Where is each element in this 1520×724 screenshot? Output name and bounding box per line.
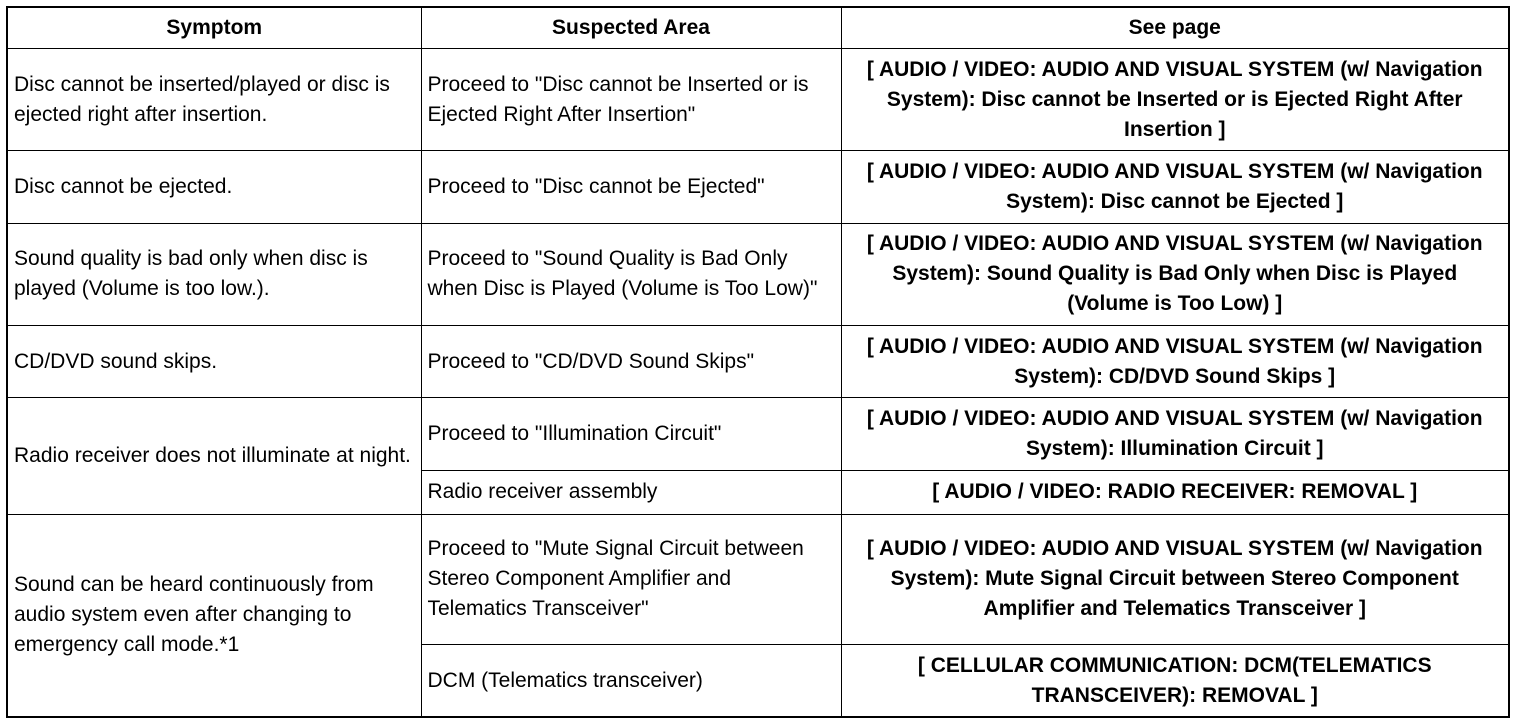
see-page-reference[interactable]: [ AUDIO / VIDEO: RADIO RECEIVER: REMOVAL… xyxy=(840,469,1510,515)
see-page-reference[interactable]: [ AUDIO / VIDEO: AUDIO AND VISUAL SYSTEM… xyxy=(840,47,1510,152)
header-suspected-area: Suspected Area xyxy=(420,6,842,49)
symptom-cell: Disc cannot be inserted/played or disc i… xyxy=(6,47,422,152)
see-page-reference[interactable]: [ AUDIO / VIDEO: AUDIO AND VISUAL SYSTEM… xyxy=(840,513,1510,646)
suspected-area-cell: DCM (Telematics transceiver) xyxy=(420,644,842,718)
suspected-area-cell: Proceed to "Disc cannot be Inserted or i… xyxy=(420,47,842,152)
table-row: Sound can be heard continuously from aud… xyxy=(6,513,1510,718)
suspected-area-cell: Proceed to "CD/DVD Sound Skips" xyxy=(420,325,842,399)
suspected-area-cell: Radio receiver assembly xyxy=(420,469,842,515)
suspected-area-cell: Proceed to "Disc cannot be Ejected" xyxy=(420,150,842,224)
header-symptom: Symptom xyxy=(6,6,422,49)
symptom-cell: Disc cannot be ejected. xyxy=(6,150,422,224)
see-page-reference[interactable]: [ AUDIO / VIDEO: AUDIO AND VISUAL SYSTEM… xyxy=(840,150,1510,224)
table-row: Disc cannot be inserted/played or disc i… xyxy=(6,47,1510,152)
symptom-cell: Radio receiver does not illuminate at ni… xyxy=(6,397,422,515)
suspected-area-cell: Proceed to "Sound Quality is Bad Only wh… xyxy=(420,222,842,327)
see-page-reference[interactable]: [ AUDIO / VIDEO: AUDIO AND VISUAL SYSTEM… xyxy=(840,222,1510,327)
symptom-cell: Sound can be heard continuously from aud… xyxy=(6,513,422,718)
table-row: Disc cannot be ejected. Proceed to "Disc… xyxy=(6,150,1510,224)
table-row: Radio receiver assembly [ AUDIO / VIDEO:… xyxy=(7,469,1510,515)
see-page-reference[interactable]: [ CELLULAR COMMUNICATION: DCM(TELEMATICS… xyxy=(840,644,1510,718)
header-row: Symptom Suspected Area See page xyxy=(6,6,1510,49)
symptom-cell: Sound quality is bad only when disc is p… xyxy=(6,222,422,327)
table-row: Sound quality is bad only when disc is p… xyxy=(6,222,1510,327)
table-row: DCM (Telematics transceiver) [ CELLULAR … xyxy=(7,644,1510,718)
header-see-page: See page xyxy=(840,6,1510,49)
symptom-cell: CD/DVD sound skips. xyxy=(6,325,422,399)
troubleshooting-table: Symptom Suspected Area See page Disc can… xyxy=(6,6,1510,718)
suspected-area-cell: Proceed to "Mute Signal Circuit between … xyxy=(420,513,842,646)
suspected-area-cell: Proceed to "Illumination Circuit" xyxy=(420,397,842,471)
table-row: Radio receiver does not illuminate at ni… xyxy=(6,397,1510,515)
see-page-reference[interactable]: [ AUDIO / VIDEO: AUDIO AND VISUAL SYSTEM… xyxy=(840,325,1510,399)
see-page-reference[interactable]: [ AUDIO / VIDEO: AUDIO AND VISUAL SYSTEM… xyxy=(840,397,1510,471)
table-row: CD/DVD sound skips. Proceed to "CD/DVD S… xyxy=(6,325,1510,399)
